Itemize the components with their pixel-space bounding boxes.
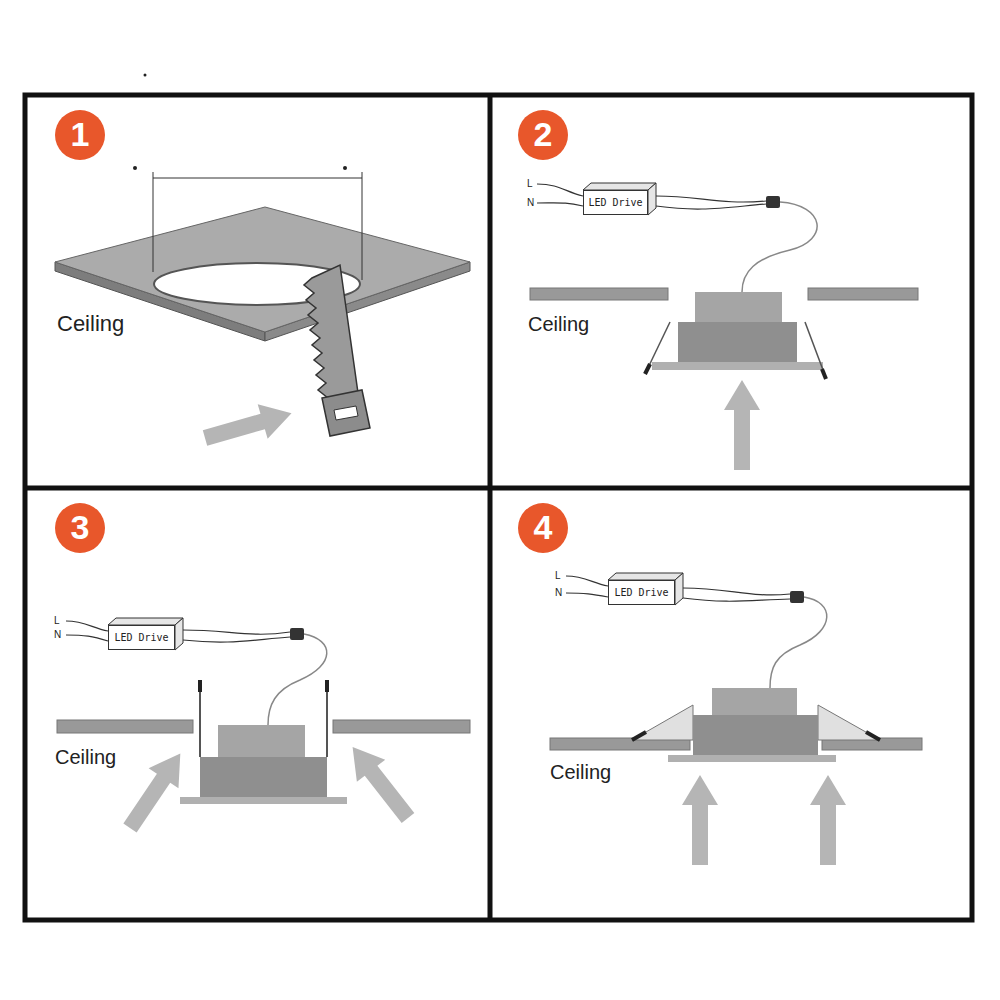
driver-wiring <box>566 576 827 688</box>
led-driver-box: LED Drive <box>108 625 175 650</box>
connector <box>766 196 780 208</box>
neutral-terminal-label: N <box>555 587 562 598</box>
driver-box-sides <box>608 573 683 605</box>
led-driver-box: LED Drive <box>608 580 675 605</box>
step-number-badge: 1 <box>55 110 105 160</box>
line-terminal-label: L <box>54 615 60 626</box>
driver-label: LED Drive <box>588 197 642 208</box>
push-arrow <box>115 743 195 838</box>
ceiling-slab <box>55 207 470 341</box>
driver-wiring <box>66 621 327 725</box>
step-number: 4 <box>534 509 553 546</box>
neutral-terminal-label: N <box>54 629 61 640</box>
neutral-terminal-label: N <box>527 197 534 208</box>
step-number-badge: 2 <box>518 110 568 160</box>
ceiling-section <box>333 720 470 733</box>
panel-divider <box>25 486 972 491</box>
connector <box>790 591 804 603</box>
driver-label: LED Drive <box>614 587 668 598</box>
step-number: 2 <box>534 116 553 153</box>
dimension-dot <box>133 166 137 170</box>
step-number-badge: 4 <box>518 503 568 553</box>
push-arrow <box>724 380 760 470</box>
line-terminal-label: L <box>555 570 561 581</box>
driver-box-sides <box>108 618 183 650</box>
ceiling-label: Ceiling <box>550 761 611 783</box>
saw <box>304 265 370 436</box>
ceiling-label: Ceiling <box>528 313 589 335</box>
push-arrow <box>810 775 846 865</box>
ceiling-section <box>57 720 193 733</box>
dimension-dot <box>343 166 347 170</box>
push-arrow <box>682 775 718 865</box>
ceiling-label: Ceiling <box>57 312 124 336</box>
push-arrow <box>200 396 296 455</box>
ceiling-section <box>808 288 918 300</box>
downlight <box>180 680 347 804</box>
step-number: 3 <box>71 509 90 546</box>
step-number-badge: 3 <box>55 503 105 553</box>
ceiling-label: Ceiling <box>55 746 116 768</box>
downlight <box>645 292 826 379</box>
ceiling-section <box>530 288 668 300</box>
panel-frame <box>25 95 972 920</box>
driver-box-sides <box>583 183 656 215</box>
driver-wiring <box>537 184 817 292</box>
driver-label: LED Drive <box>114 632 168 643</box>
led-driver-box: LED Drive <box>583 190 648 215</box>
downlight <box>632 688 880 762</box>
step-number: 1 <box>71 116 90 153</box>
dimension-bracket <box>153 172 362 280</box>
connector <box>290 628 304 640</box>
panel-divider <box>488 95 493 920</box>
line-terminal-label: L <box>527 178 533 189</box>
stray-dot <box>144 74 147 77</box>
push-arrow <box>338 736 422 829</box>
